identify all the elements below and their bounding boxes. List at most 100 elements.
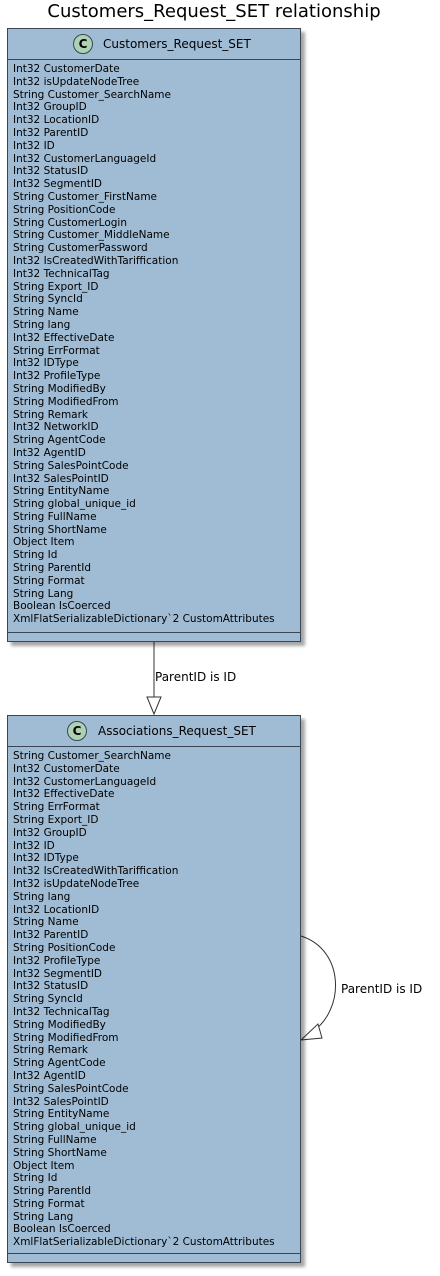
class-field: String PositionCode [13,203,116,216]
class-field: Int32 IsCreatedWithTariffication [13,254,179,267]
class-field: XmlFlatSerializableDictionary`2 CustomAt… [13,613,275,626]
class-field: String Export_ID [13,280,99,293]
class-field: String Format [13,1197,85,1210]
class-name: Associations_Request_SET [98,724,256,738]
class-field: String Remark [13,408,89,421]
class-field: String FullName [13,510,97,523]
class-field: String ParentId [13,1185,92,1198]
class-field: String ShortName [13,1146,107,1159]
class-field: String Remark [13,1044,89,1057]
class-field: String Customer_SearchName [13,88,171,101]
class-field: Int32 GroupID [13,826,87,839]
class-name: Customers_Request_SET [103,37,251,51]
class-field: Int32 EffectiveDate [13,331,115,344]
class-field: String Id [13,549,58,562]
class-field: Int32 AgentID [13,1069,86,1082]
class-field: Int32 CustomerDate [13,63,120,75]
class-field: Int32 IDType [13,852,79,865]
class-field: String EntityName [13,1108,110,1121]
class-field: String lang [13,890,71,903]
class-field: String Export_ID [13,813,99,826]
class-field: String EntityName [13,485,110,498]
class-field: Int32 isUpdateNodeTree [13,75,140,88]
class-field: String global_unique_id [13,1121,136,1134]
class-field: String ShortName [13,523,107,536]
class-customers-request-set[interactable]: C Customers_Request_SET Int32 CustomerDa… [7,28,301,642]
class-field: String AgentCode [13,1057,106,1070]
class-field: Int32 ProfileType [13,370,101,383]
class-field: Int32 TechnicalTag [13,1005,110,1018]
class-field: String Format [13,574,85,587]
self-inheritance-arrowhead [299,1023,323,1041]
class-field: Int32 IsCreatedWithTariffication [13,865,179,878]
class-field: Int32 SalesPointID [13,1095,109,1108]
class-field: String ModifiedFrom [13,395,119,408]
class-field: Int32 AgentID [13,446,86,459]
class-field: Int32 ID [13,139,55,152]
class-field: Object Item [13,1159,75,1172]
class-field: Int32 StatusID [13,980,89,993]
class-field: Boolean IsCoerced [13,600,111,613]
class-field: String CustomerLogin [13,216,128,229]
class-field: Boolean IsCoerced [13,1223,111,1236]
class-methods-section [8,1253,300,1262]
class-field: String Id [13,1172,58,1185]
class-field: String global_unique_id [13,498,136,511]
class-header: C Associations_Request_SET [8,716,300,747]
class-field: String Customer_FirstName [13,190,158,203]
class-field: String Name [13,306,79,319]
class-field: Int32 SegmentID [13,178,102,191]
class-field: Int32 LocationID [13,114,100,127]
class-field: String ModifiedBy [13,1018,106,1031]
class-field: Int32 StatusID [13,165,89,178]
class-field: String SalesPointCode [13,459,129,472]
class-field: Int32 isUpdateNodeTree [13,877,140,890]
class-field: XmlFlatSerializableDictionary`2 CustomAt… [13,1236,275,1249]
class-field: String FullName [13,1133,97,1146]
class-header: C Customers_Request_SET [8,29,300,60]
class-field: String Name [13,916,79,929]
class-stereotype-icon: C [67,721,87,741]
self-relation-label: ParentID is ID [341,982,423,996]
class-methods-section [8,632,300,641]
class-field: Int32 ParentID [13,126,89,139]
class-field: Int32 CustomerLanguageId [13,775,157,788]
class-field: Int32 CustomerLanguageId [13,152,157,165]
class-field: String Lang [13,587,74,600]
class-field: Int32 SalesPointID [13,472,109,485]
class-field: String Customer_SearchName [13,750,171,762]
class-field: Int32 GroupID [13,101,87,114]
class-field: String SyncId [13,293,83,306]
diagram-title: Customers_Request_SET relationship [47,1,381,22]
class-field: Int32 TechnicalTag [13,267,110,280]
class-field: String ErrFormat [13,344,100,357]
class-field: String ParentId [13,562,92,575]
class-field: String ModifiedFrom [13,1031,119,1044]
class-field: String Customer_MiddleName [13,229,170,242]
class-field: String CustomerPassword [13,242,148,255]
class-field: Object Item [13,536,75,549]
inheritance-arrowhead [146,696,162,716]
relation-label: ParentID is ID [155,670,237,684]
class-field: Int32 SegmentID [13,967,102,980]
class-field: String ModifiedBy [13,382,106,395]
class-field: String lang [13,318,71,331]
class-field: Int32 ParentID [13,929,89,942]
class-field: String AgentCode [13,434,106,447]
class-field: Int32 CustomerDate [13,762,120,775]
class-field: Int32 IDType [13,357,79,370]
class-field: Int32 EffectiveDate [13,788,115,801]
class-field: Int32 LocationID [13,903,100,916]
class-associations-request-set[interactable]: C Associations_Request_SET String Custom… [7,715,301,1263]
class-field: String SyncId [13,993,83,1006]
class-field: String PositionCode [13,941,116,954]
self-relation-line [300,935,337,1033]
class-field: Int32 NetworkID [13,421,99,434]
class-field: String Lang [13,1210,74,1223]
class-field: Int32 ID [13,839,55,852]
class-field: String ErrFormat [13,801,100,814]
class-stereotype-icon: C [73,34,93,54]
